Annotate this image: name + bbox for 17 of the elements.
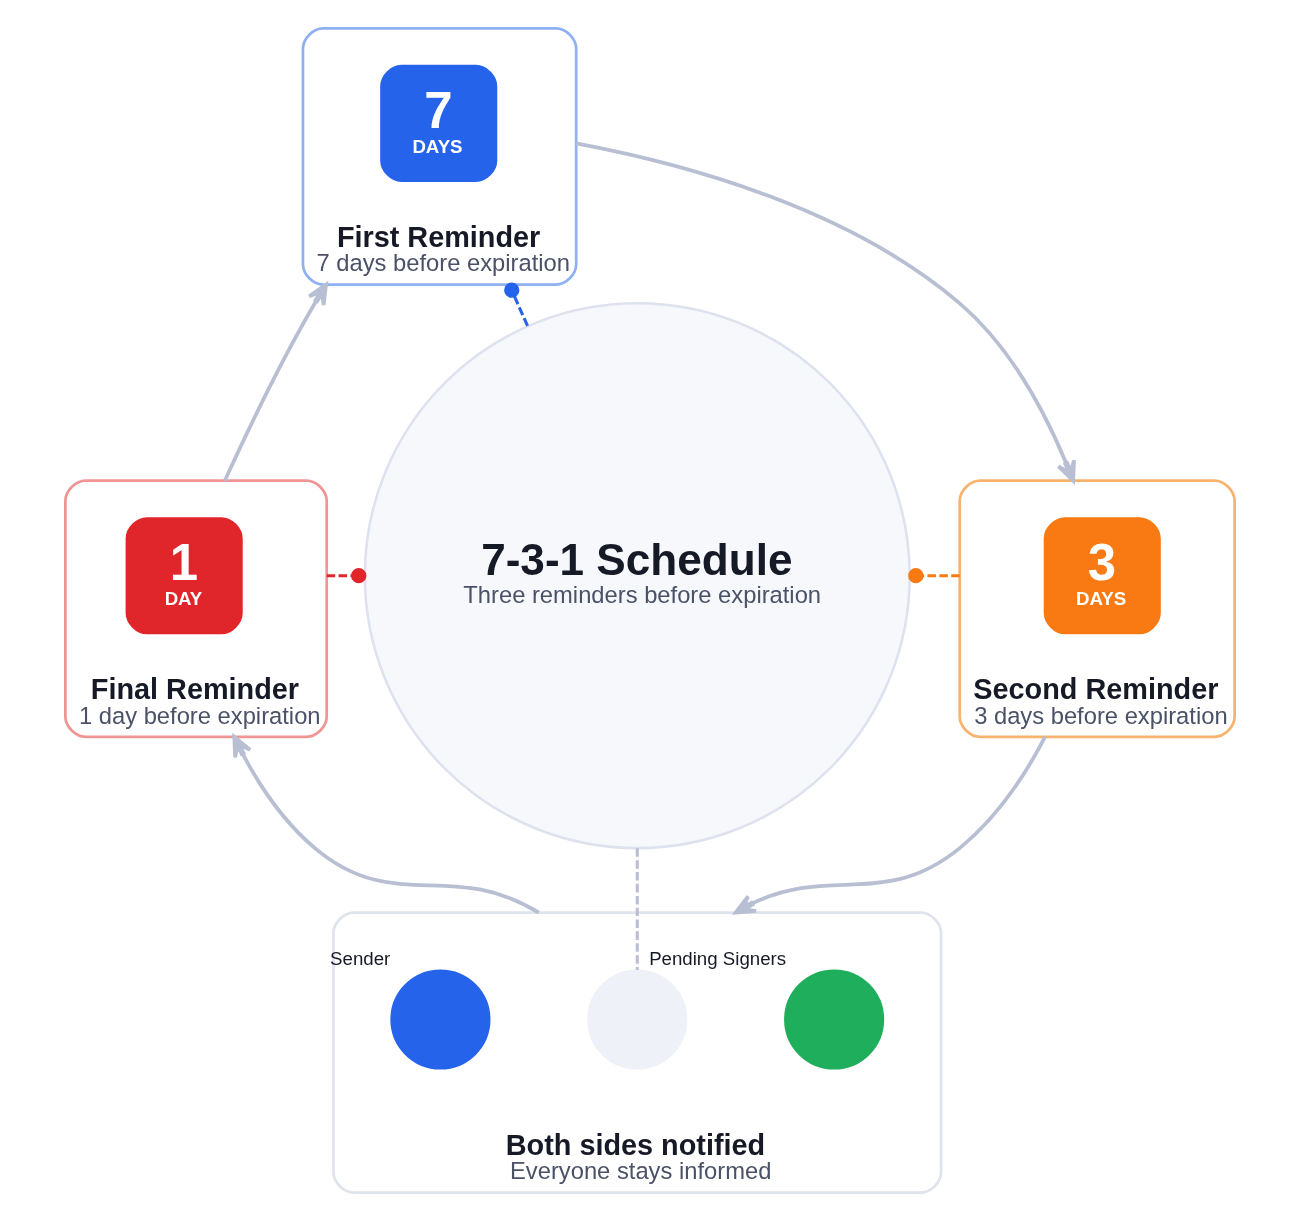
node-circle [586,969,687,1070]
connector [503,282,529,327]
connector [907,568,960,584]
node-circle: 7-3-1 Schedule Three reminders before expiration [363,302,911,850]
node-label: Pending Signers [648,947,786,969]
node-circle [389,969,490,1070]
arrow [575,141,1076,483]
connector [635,848,639,970]
arrow [231,735,540,915]
arrow [222,282,328,482]
node-circle [783,969,884,1070]
node-box: 1 DAY [125,517,243,635]
connector [326,568,366,584]
node-box: 7 DAYS [379,64,497,182]
node-label: Sender [329,947,390,969]
node-box: 3 DAYS [1043,517,1161,635]
arrow [733,736,1047,915]
